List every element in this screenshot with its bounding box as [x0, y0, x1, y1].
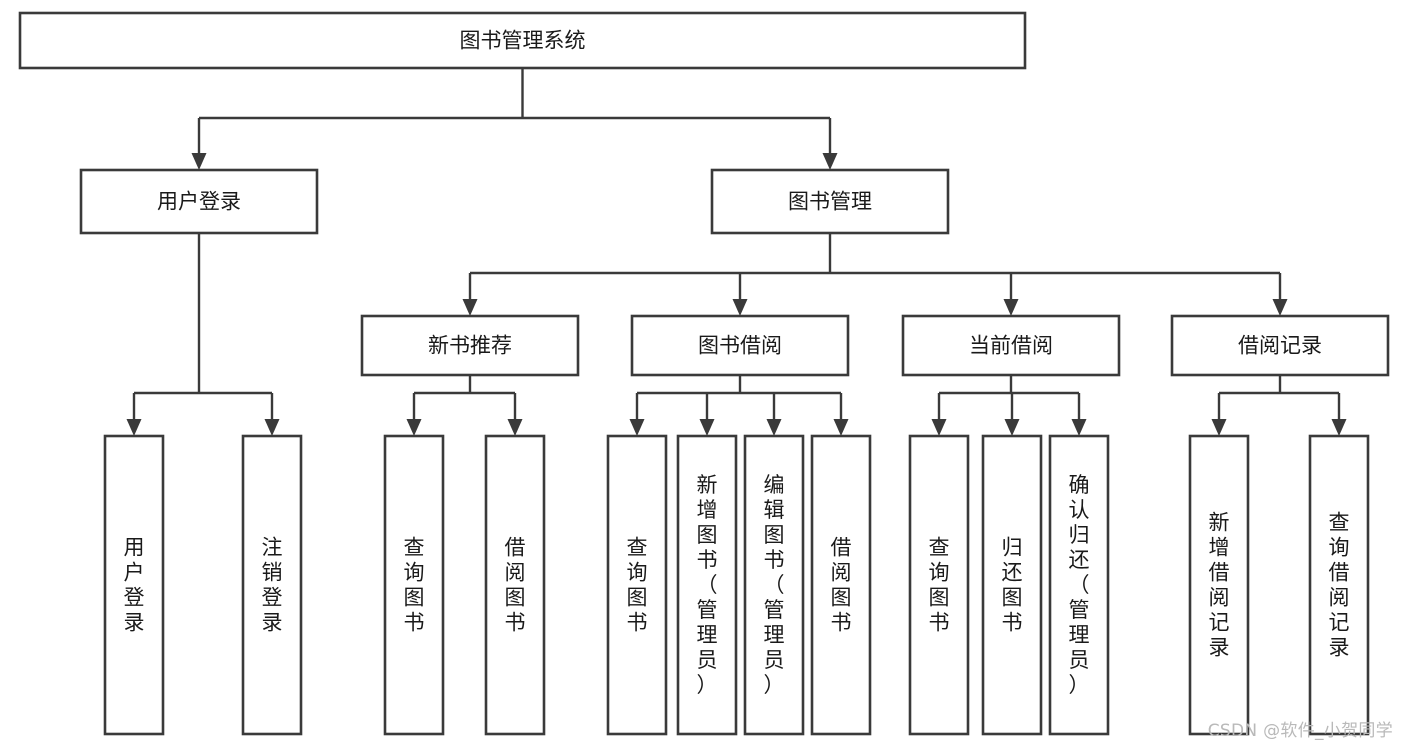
node-label: 查询图书: [929, 536, 950, 635]
node-box: [484, 434, 546, 736]
arrow-head-icon: [1331, 419, 1347, 436]
node-box: [103, 434, 165, 736]
node-n-book-mgmt[interactable]: 图书管理: [710, 168, 950, 235]
node-label: 借阅图书: [831, 536, 852, 635]
node-label: 注销登录: [262, 536, 283, 635]
node-leaf-user-logout[interactable]: 注销登录: [241, 434, 303, 736]
node-box: [1188, 434, 1250, 736]
node-box: [810, 434, 872, 736]
connector-group-n-new-book-rec: [406, 375, 523, 436]
node-label: 图书借阅: [698, 334, 782, 358]
node-box: [743, 434, 805, 736]
arrow-head-icon: [406, 419, 422, 436]
node-box: [606, 434, 668, 736]
node-label: 编辑图书（管理员）: [764, 473, 785, 697]
arrow-head-icon: [507, 419, 523, 436]
arrow-head-icon: [462, 299, 478, 316]
node-box: [1048, 434, 1110, 736]
node-label: 查询借阅记录: [1329, 511, 1350, 660]
arrow-head-icon: [1071, 419, 1087, 436]
node-label: 新增借阅记录: [1209, 511, 1230, 660]
arrow-head-icon: [264, 419, 280, 436]
node-box: [383, 434, 445, 736]
node-n-current-borrow[interactable]: 当前借阅: [901, 314, 1121, 377]
node-leaf-user-login[interactable]: 用户登录: [103, 434, 165, 736]
connectors-layer: [126, 68, 1347, 436]
node-label: 查询图书: [404, 536, 425, 635]
node-leaf-borrow-book-2[interactable]: 借阅图书: [810, 434, 872, 736]
arrow-head-icon: [699, 419, 715, 436]
node-box: [676, 434, 738, 736]
node-label: 借阅记录: [1238, 334, 1322, 358]
node-n-user-login[interactable]: 用户登录: [79, 168, 319, 235]
node-label: 确认归还（管理员）: [1069, 473, 1090, 697]
node-box: [908, 434, 970, 736]
node-label: 新书推荐: [428, 334, 512, 358]
node-label: 用户登录: [124, 536, 145, 635]
arrow-head-icon: [126, 419, 142, 436]
arrow-head-icon: [1004, 419, 1020, 436]
arrow-head-icon: [1211, 419, 1227, 436]
node-leaf-query-book-1[interactable]: 查询图书: [383, 434, 445, 736]
node-box: [901, 314, 1121, 377]
node-box: [1308, 434, 1370, 736]
node-label: 新增图书（管理员）: [697, 473, 718, 697]
node-label: 归还图书: [1002, 536, 1023, 635]
node-label: 借阅图书: [505, 536, 526, 635]
node-leaf-edit-book[interactable]: 编辑图书（管理员）: [743, 434, 805, 736]
connector-group-n-book-borrow: [629, 375, 849, 436]
node-leaf-query-book-3[interactable]: 查询图书: [908, 434, 970, 736]
node-n-book-borrow[interactable]: 图书借阅: [630, 314, 850, 377]
connector-group-n-current-borrow: [931, 375, 1087, 436]
arrow-head-icon: [1003, 299, 1019, 316]
node-n-borrow-record[interactable]: 借阅记录: [1170, 314, 1390, 377]
arrow-head-icon: [766, 419, 782, 436]
arrow-head-icon: [1272, 299, 1288, 316]
arrow-head-icon: [629, 419, 645, 436]
node-leaf-query-book-2[interactable]: 查询图书: [606, 434, 668, 736]
node-label: 查询图书: [627, 536, 648, 635]
node-leaf-borrow-book-1[interactable]: 借阅图书: [484, 434, 546, 736]
connector-group-n-book-mgmt: [462, 233, 1288, 316]
node-label: 用户登录: [157, 190, 241, 214]
nodes-layer: 图书管理系统用户登录图书管理新书推荐图书借阅当前借阅借阅记录用户登录注销登录查询…: [18, 11, 1390, 736]
node-box: [981, 434, 1043, 736]
node-box: [79, 168, 319, 235]
connector-group-n-user-login: [126, 233, 280, 436]
arrow-head-icon: [833, 419, 849, 436]
node-root[interactable]: 图书管理系统: [18, 11, 1027, 70]
arrow-head-icon: [732, 299, 748, 316]
node-leaf-confirm-return[interactable]: 确认归还（管理员）: [1048, 434, 1110, 736]
node-box: [18, 11, 1027, 70]
node-leaf-query-record[interactable]: 查询借阅记录: [1308, 434, 1370, 736]
watermark: CSDN @软件_小贺同学: [1207, 721, 1393, 741]
arrow-head-icon: [822, 153, 838, 170]
arrow-head-icon: [931, 419, 947, 436]
node-box: [1170, 314, 1390, 377]
node-leaf-return-book[interactable]: 归还图书: [981, 434, 1043, 736]
node-box: [710, 168, 950, 235]
node-leaf-add-book[interactable]: 新增图书（管理员）: [676, 434, 738, 736]
node-box: [360, 314, 580, 377]
node-box: [630, 314, 850, 377]
arrow-head-icon: [191, 153, 207, 170]
connector-group-n-borrow-record: [1211, 375, 1347, 436]
node-leaf-add-record[interactable]: 新增借阅记录: [1188, 434, 1250, 736]
node-box: [241, 434, 303, 736]
node-label: 图书管理系统: [460, 29, 586, 53]
connector-group-root: [191, 68, 838, 170]
node-label: 图书管理: [788, 190, 872, 214]
node-n-new-book-rec[interactable]: 新书推荐: [360, 314, 580, 377]
node-label: 当前借阅: [969, 334, 1053, 358]
